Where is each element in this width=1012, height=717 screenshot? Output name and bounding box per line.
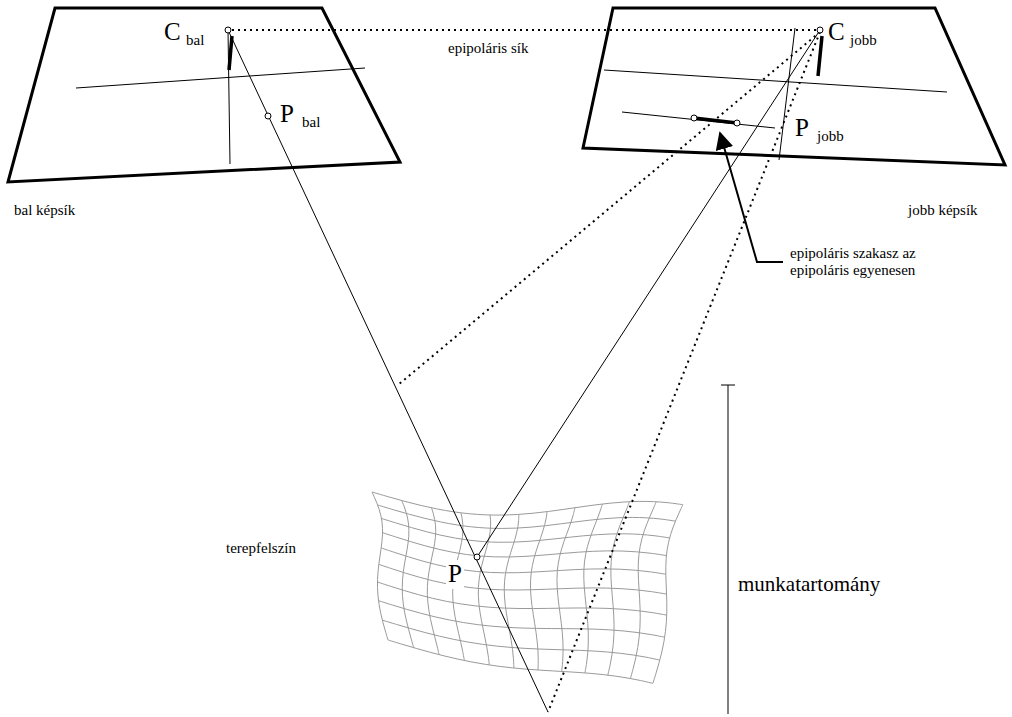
mesh-line [379, 564, 667, 594]
segment-end [734, 120, 740, 126]
mesh-line [378, 505, 676, 528]
mesh-line [478, 515, 490, 665]
plane-axis [76, 68, 365, 88]
plane-name: bal képsík [14, 202, 75, 219]
mesh-line [584, 504, 603, 673]
baseline-dotted [232, 29, 818, 31]
callout-text: epipoláris szakasz az epipoláris egyenes… [790, 245, 960, 280]
mesh-line [381, 518, 669, 542]
point-letter: C [164, 18, 181, 47]
range-label: munkatartomány [738, 572, 880, 596]
left-ray [228, 30, 548, 712]
mesh-line [402, 501, 414, 648]
point-letter: C [828, 18, 845, 47]
mesh-line [372, 492, 683, 515]
mesh-line [427, 508, 439, 655]
projection-center [225, 27, 231, 33]
right-image-plane [583, 8, 1005, 165]
epipolar-plane-edge [548, 32, 820, 712]
point-letter: P [280, 100, 294, 129]
mesh-line [608, 502, 630, 675]
focal-segment [229, 36, 232, 70]
surface-label: terepfelszín [226, 540, 296, 557]
mesh-line [653, 505, 683, 684]
mesh-line [530, 512, 547, 670]
mesh-line [383, 533, 667, 557]
image-point [265, 113, 271, 119]
range-line [728, 385, 729, 714]
callout-arrow [720, 133, 783, 262]
mesh-line [372, 492, 388, 640]
epipolar-segment [694, 118, 737, 123]
focal-segment [818, 36, 822, 76]
plane-axis [604, 70, 947, 92]
point-letter: P [446, 560, 464, 589]
mesh-line [377, 582, 666, 615]
point-subscript: jobb [850, 32, 877, 49]
epipolar-line [622, 112, 775, 128]
mesh-line [630, 502, 656, 679]
mesh-line [557, 508, 575, 672]
point-subscript: bal [186, 32, 204, 49]
plane-name: jobb képsík [908, 202, 978, 219]
range-tick [721, 385, 735, 386]
plane-label: epipoláris sík [448, 40, 528, 57]
left-image-plane [8, 8, 400, 182]
projection-center [817, 27, 823, 33]
point-letter: P [795, 114, 809, 143]
segment-end [691, 115, 697, 121]
terrain-mesh [372, 492, 683, 683]
point-subscript: jobb [817, 128, 844, 145]
point-subscript: bal [302, 114, 320, 131]
terrain-point [474, 554, 480, 560]
right-ray [477, 30, 820, 557]
plane-axis [779, 28, 795, 160]
epipolar-plane-edge [398, 32, 820, 385]
mesh-line [381, 548, 666, 574]
